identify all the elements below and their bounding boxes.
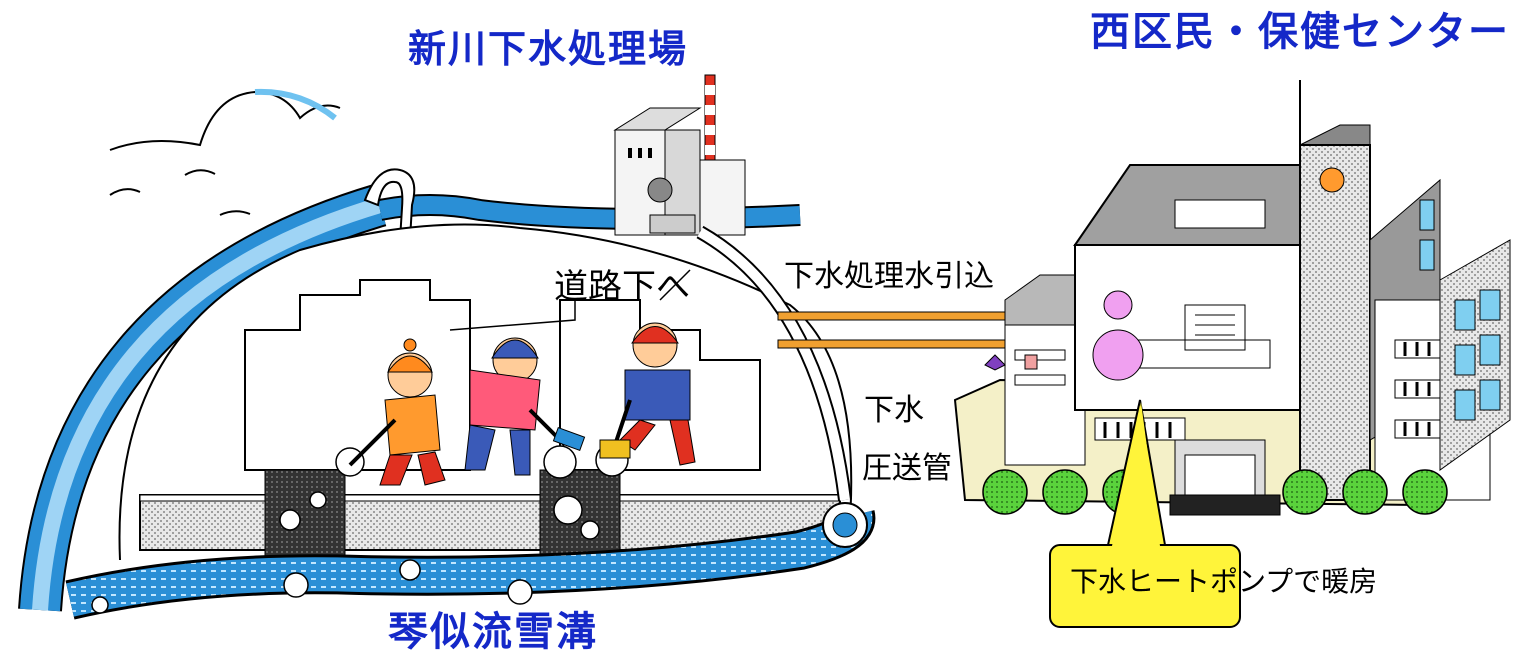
heat-pump-callout-text: 下水ヒートポンプで暖房 [1070,565,1378,598]
treatment-plant-label: 新川下水処理場 [408,27,689,71]
heat-pump-callout [1049,399,1241,628]
cloud-icon [109,88,341,216]
person-1-icon [348,338,446,486]
treatment-plant-building [613,74,746,236]
under-road-label: 道路下へ [554,267,690,307]
person-2-icon [464,337,586,476]
center-building [953,80,1511,516]
treated-water-pipes [777,311,1034,349]
person-3-icon [599,322,696,466]
center-building-label: 西区民・保健センター [1090,9,1510,55]
pressure-pipe-label: 圧送管 [862,451,952,486]
treated-water-intake-label: 下水処理水引込 [784,259,994,294]
snow-ditch-label: 琴似流雪溝 [388,609,598,655]
snow-inlets [264,469,621,571]
sewer-label: 下水 [864,393,924,428]
